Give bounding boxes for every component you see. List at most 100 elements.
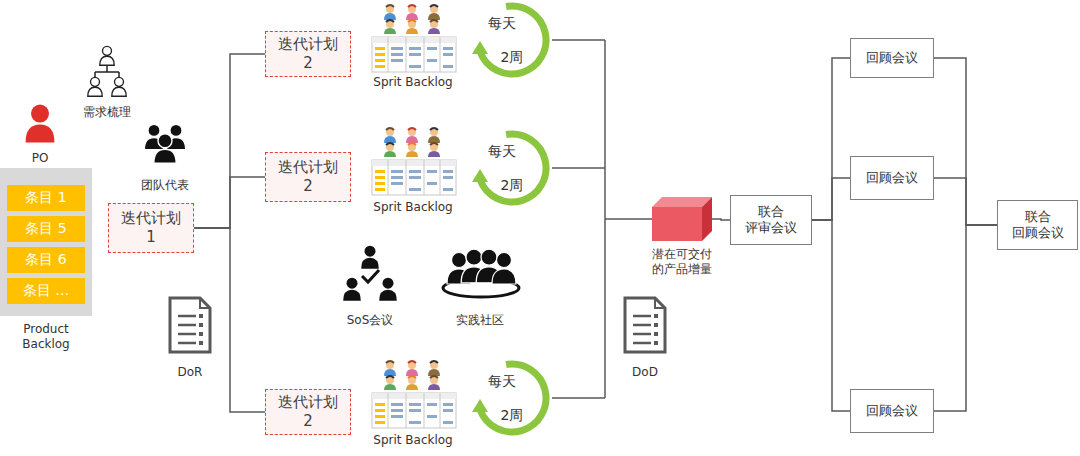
org-chart-icon xyxy=(100,46,114,65)
caption-label: Sprit Backlog xyxy=(373,200,452,214)
community-icon xyxy=(492,253,516,285)
merge-wire xyxy=(552,40,652,398)
iteration-plan-box: 迭代计划 1 xyxy=(108,203,194,253)
caption-label: 每天 xyxy=(488,143,516,160)
org-chart-icon xyxy=(100,46,114,65)
node-label: 联合 评审会议 xyxy=(745,204,797,237)
merge-wire xyxy=(552,397,605,399)
connector xyxy=(934,58,997,225)
caption-label: 2周 xyxy=(501,49,524,66)
sos-icon xyxy=(361,246,379,269)
sos-icon xyxy=(361,246,379,269)
sos-icon xyxy=(343,278,361,301)
community-icon xyxy=(492,253,516,285)
review-box: 联合 评审会议 xyxy=(730,195,812,245)
node-label: 回顾会议 xyxy=(866,170,918,186)
sos-icon xyxy=(362,270,379,282)
team-icon xyxy=(154,134,176,163)
cycle-arrow xyxy=(472,364,546,432)
sprint-backlog-icon xyxy=(372,361,456,428)
cube-top xyxy=(652,197,712,207)
node-label: 迭代计划 2 xyxy=(278,158,338,196)
connector xyxy=(712,219,730,220)
node-label: 条目 1 xyxy=(25,189,66,207)
caption-label: DoR xyxy=(178,365,203,379)
sprint-backlog-icon xyxy=(372,5,456,72)
sprint-backlog-icon xyxy=(372,128,456,195)
dod-document-icon xyxy=(625,298,665,352)
backlog-item: 条目 5 xyxy=(7,216,85,242)
iteration-plan-box: 迭代计划 2 xyxy=(265,389,351,435)
node-label: 迭代计划 2 xyxy=(278,35,338,73)
org-chart-icon xyxy=(95,71,119,73)
joint-retro-box: 联合 回顾会议 xyxy=(997,200,1078,250)
backlog-panel: Product Backlog条目 1条目 5条目 6条目 … xyxy=(0,168,92,316)
org-chart-icon xyxy=(88,46,126,96)
node-heading: 潜在可交付 的产品增量 xyxy=(652,247,712,277)
increment-cube: 潜在可交付 的产品增量 xyxy=(652,197,712,241)
org-chart-icon xyxy=(88,77,102,96)
team-icon xyxy=(154,134,176,163)
retro-box: 回顾会议 xyxy=(850,156,934,200)
connector xyxy=(812,178,850,220)
community-icon xyxy=(447,249,516,284)
caption-label: 实践社区 xyxy=(456,313,504,327)
sos-icon xyxy=(379,278,397,301)
org-chart-icon xyxy=(118,72,120,77)
dor-document-icon xyxy=(170,298,210,352)
caption-label: Sprit Backlog xyxy=(373,75,452,89)
org-chart-icon xyxy=(94,72,96,77)
iteration-plan-box: 迭代计划 2 xyxy=(265,152,351,202)
backlog-item: 条目 1 xyxy=(7,185,85,211)
cube-shape xyxy=(652,197,712,241)
caption-label: 2周 xyxy=(501,177,524,194)
node-label: 条目 5 xyxy=(25,220,66,238)
node-label: 条目 6 xyxy=(25,251,66,269)
org-chart-icon xyxy=(112,77,126,96)
caption-label: 每天 xyxy=(488,15,516,32)
team-icon xyxy=(144,124,185,163)
caption-label: PO xyxy=(32,151,49,165)
sos-icon xyxy=(379,278,397,301)
community-icon xyxy=(443,249,519,297)
caption-label: SoS会议 xyxy=(347,313,394,327)
org-chart-icon xyxy=(106,66,108,72)
caption-label: Sprit Backlog xyxy=(373,433,452,447)
caption-label: DoD xyxy=(632,365,658,379)
retro-box: 回顾会议 xyxy=(850,38,934,78)
node-heading: Product Backlog xyxy=(22,322,69,352)
connector xyxy=(934,225,997,411)
backlog-item: 条目 … xyxy=(7,278,85,304)
merge-wire xyxy=(552,167,605,169)
connector xyxy=(812,58,850,220)
caption-label: 团队代表 xyxy=(141,178,189,192)
connector xyxy=(194,228,265,412)
merge-wire xyxy=(605,218,652,220)
node-label: 回顾会议 xyxy=(866,50,918,66)
cycle-arrow xyxy=(472,134,546,202)
node-label: 联合 回顾会议 xyxy=(1012,209,1064,242)
connector xyxy=(934,178,997,225)
retro-box: 回顾会议 xyxy=(850,389,934,433)
iteration-plan-box: 迭代计划 2 xyxy=(265,31,351,77)
merge-wire xyxy=(552,39,605,41)
node-label: 迭代计划 1 xyxy=(121,209,181,247)
cycle-arrow xyxy=(472,6,546,74)
org-chart-icon xyxy=(88,77,102,96)
node-label: 条目 … xyxy=(23,282,69,300)
org-chart-icon xyxy=(112,77,126,96)
backlog-item: 条目 6 xyxy=(7,247,85,273)
po-icon xyxy=(26,105,55,143)
connector xyxy=(194,54,265,228)
caption-label: 每天 xyxy=(488,373,516,390)
cube-front xyxy=(652,207,702,241)
caption-label: 2周 xyxy=(501,407,524,424)
node-label: 回顾会议 xyxy=(866,403,918,419)
po-icon xyxy=(26,105,55,143)
connector xyxy=(812,220,850,411)
node-label: 迭代计划 2 xyxy=(278,393,338,431)
cube-side xyxy=(702,197,712,241)
